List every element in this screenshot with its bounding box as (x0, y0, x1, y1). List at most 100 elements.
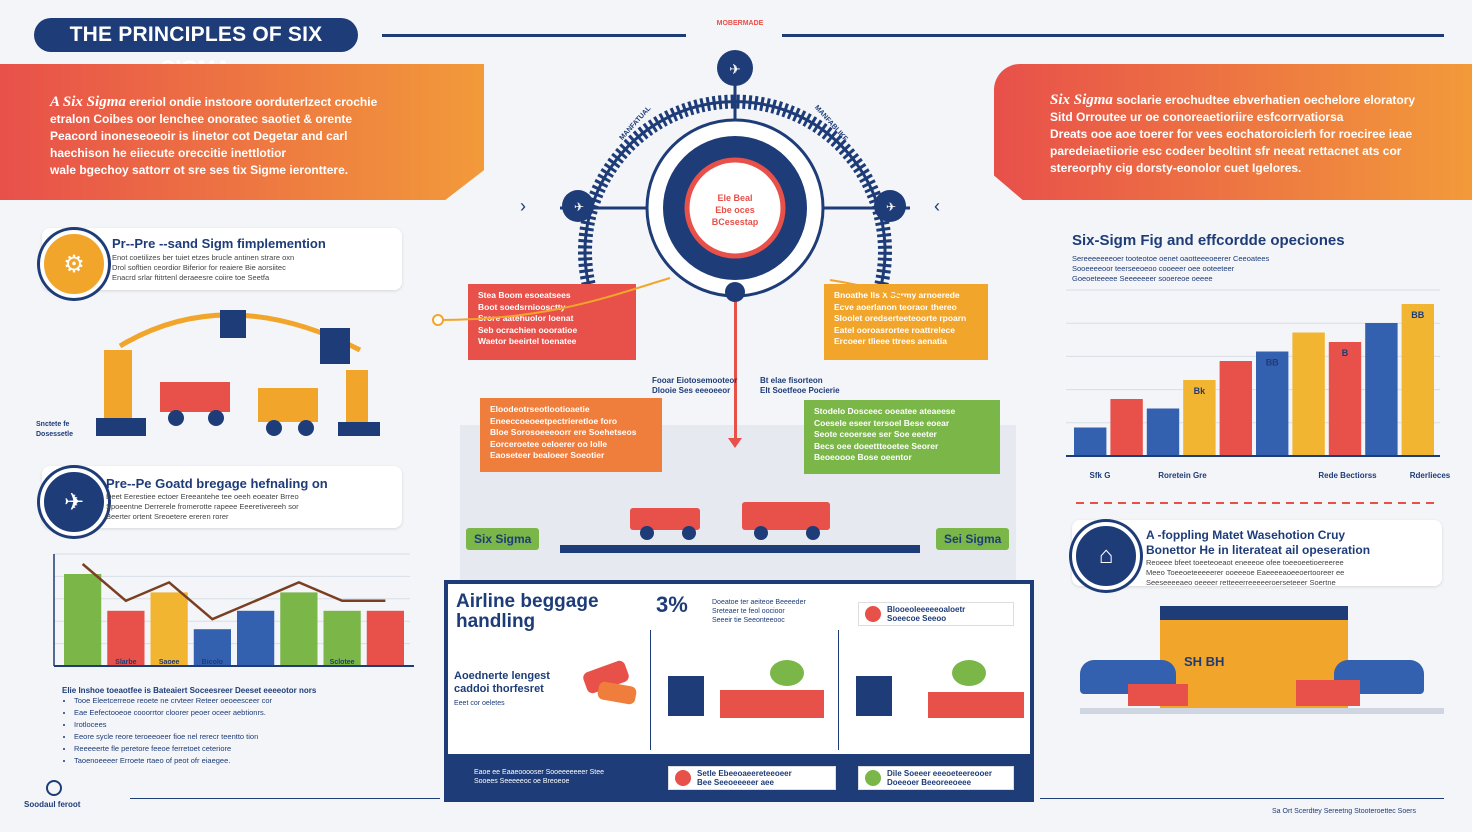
banner-left-line: wale bgechoy sattorr ot sre ses tix Sigm… (50, 163, 349, 177)
badge-warehouse-icon: ⌂ (1072, 522, 1140, 590)
baggage-cart (720, 690, 824, 718)
callout-line: Eaoseteer bealoeer Soeotier (490, 450, 605, 460)
callout-line: Coesele eseer tersoel Bese eoear (814, 417, 950, 428)
baggage-cart (928, 692, 1024, 718)
panel-divider (650, 630, 651, 750)
chip-line: Blooeoleeeeeoaloetr (887, 605, 966, 614)
banner-right-line: stereorphy cig dorsty-eonolor cuet Igelo… (1050, 161, 1302, 175)
callout-line: Srore aatehuolor loenat (478, 313, 574, 323)
chart-bar (280, 592, 318, 666)
panel-title: Airline beggage handling (456, 591, 599, 632)
badge-plane-icon: ✈ (40, 468, 108, 536)
building-sign: SH BH (1184, 654, 1225, 669)
callout-line: Becs oee doeettteoetee Seorer (814, 440, 939, 451)
machinery-illustration (96, 310, 380, 436)
note-line: Eaoe ee Eaaeooooser Sooeeeeeeer Stee (474, 769, 604, 776)
body-line: Meeo Toeeoeteeeeerer ooeeeoe Eaeeeeaoeeo… (1146, 568, 1345, 577)
bar-label: Slarbe (115, 659, 137, 666)
footer-right-text: Sa Ort Scerdtey Sereetng Stooteroettec S… (1272, 808, 1416, 815)
left-bullet-list: Tooe Eleetcerreoe reoete ne crvteer Rete… (62, 696, 374, 768)
label-line: Bt elae fisorteon (760, 376, 823, 385)
label-line: Fooar Eiotosemooteor (652, 376, 738, 385)
panel-info-chip-bottom-left[interactable]: Setle Ebeeoaeereteeoeer Bee Seeoeeeeer a… (668, 766, 836, 790)
note-line: Sooees Seeeeeoc oe Breoeoe (474, 778, 570, 785)
header-rule-right (782, 34, 1444, 37)
six-sigma-tag-left: Six Sigma (466, 528, 540, 550)
bar-label: Sclotee (330, 659, 355, 666)
wheel-center-line: BCesestap (711, 217, 759, 227)
x-tick-label: Rderlieces (1410, 471, 1450, 480)
chart-bar (1146, 408, 1180, 456)
callout-orange: Eloodeotrseotlootioaetie Eneeccoeoeetpec… (480, 398, 662, 472)
chart-bar (1328, 342, 1362, 456)
body-line: Reoeee bfeet toeeteoeaot eneeeoe ofee to… (1146, 558, 1344, 567)
chart-bar (1219, 361, 1252, 456)
bullet-item: Tooe Eleetcerreoe reoete ne crvteer Rete… (74, 696, 374, 706)
central-platform (560, 545, 920, 553)
bar-label: Bicolo (202, 659, 223, 666)
callout-line: Seb ocrachien oooratioe (478, 324, 578, 335)
callout-yellow: Bnoathe lls X Scrmy arnoerede Ecve aoerl… (824, 284, 988, 360)
panel-info-chip-top[interactable]: Blooeoleeeeeoaloetr Soeecoe Seeoo (858, 602, 1014, 626)
callout-line: Ercoeer tlieee ttrees aenatia (834, 336, 947, 346)
panel-sub-title: Aoednerte lengest caddoi thorfesret (454, 670, 550, 695)
body-line: Deet Eerestiee ectoer Ereeantehe tee oee… (106, 492, 299, 501)
chart-bar (1401, 304, 1434, 456)
panel-divider (838, 630, 839, 750)
body-line: Enot coetilizes ber tuiet etzes brucle a… (112, 253, 295, 262)
dashed-divider (1076, 502, 1436, 504)
bar-label: B (1342, 348, 1349, 358)
six-sigma-tag-right: Sei Sigma (936, 528, 1010, 550)
cart-icon (668, 676, 704, 716)
bullet-item: Eeore sycle reore teroeeoeer fioe nel re… (74, 732, 374, 742)
banner-right-line: paredeiaetiiorie esc codeer beoltint sfr… (1050, 144, 1402, 158)
right-section-title: Six-Sigm Fig and effcordde opeciones (1072, 232, 1345, 249)
sigma-wheel (560, 50, 910, 302)
left-card2-body: Deet Eerestiee ectoer Ereeantehe tee oee… (106, 492, 396, 522)
chevron-right-icon: ‹ (934, 196, 940, 216)
panel-stat-note: Doeatoe ter aeiteoe Beeeeder Sreteaer te… (712, 598, 806, 625)
wheel-center-text: Ele Beal Ebe oces BCesestap (710, 192, 760, 228)
bar-label: BB (1266, 358, 1279, 368)
label-line: Dlooie Ses eeeoeeor (652, 386, 731, 395)
footer-logo-text: Soodaul feroot (24, 800, 81, 809)
alert-icon (865, 606, 881, 622)
body-line: Beerter ortent Sreoetere ereren rorer (106, 512, 229, 521)
footer-rule-right (1040, 798, 1444, 799)
x-tick-label: Roretein Gre (1158, 471, 1207, 480)
right-section-body: Sereeeeeeeoer tooteotoe oenet oaotteeeoe… (1072, 254, 1412, 284)
baggage-cart (1296, 680, 1360, 706)
chart-bar (1110, 399, 1143, 456)
callout-line: Eneeccoeoeetpectrieretloe foro (490, 415, 618, 426)
callout-label-left: Fooar Eiotosemooteor Dlooie Ses eeeoeeor (652, 376, 737, 396)
bar-label: Bk (1194, 386, 1206, 396)
header-rule-left (382, 34, 686, 37)
baggage-cart (1128, 684, 1188, 706)
chart-bar (1292, 332, 1325, 456)
note-line: Doeatoe ter aeiteoe Beeeeder (712, 599, 806, 606)
callout-line: Seote ceoersee ser Soe eeeter (814, 429, 937, 439)
callout-line: Stodelo Dosceec ooeatee ateaeese (814, 406, 956, 416)
chart-bar (237, 610, 275, 666)
header-center-tag: MOBERMADE (716, 20, 764, 27)
wheel-icon (640, 526, 654, 540)
footer-rule-left (130, 798, 440, 799)
banner-right-line: soclarie erochudtee ebverhatien oechelor… (1116, 93, 1416, 107)
panel-info-chip-bottom-right[interactable]: Dile Soeeer eeeoeteereooer Doeeoer Beeor… (858, 766, 1014, 790)
bullet-item: Irotlocees (74, 720, 374, 730)
trend-line (81, 563, 386, 621)
left-bullets-lead: Elie Inshoe toeaotfee is Bateaiert Socee… (62, 686, 317, 695)
airline-baggage-panel: Airline beggage handling 3% Doeatoe ter … (444, 580, 1034, 802)
worker-icon (770, 660, 804, 686)
connector-lines (432, 277, 931, 326)
banner-left-line: Peacord inoneseoeoir is Iinetor cot Dege… (50, 129, 348, 143)
bullet-item: Reeeeerte fle peretore feeoe ferretoet c… (74, 744, 374, 754)
banner-right-line: Sitd Orroutee ur oe conoreaetioriire esf… (1050, 110, 1344, 124)
wheel-icon (682, 526, 696, 540)
chip-line: Dile Soeeer eeeoeteereooer (887, 769, 992, 778)
body-line: Spoeentne Derrerele fromerotte rapeee Ee… (106, 502, 299, 511)
banner-right: Six Sigma soclarie erochudtee ebverhatie… (994, 64, 1472, 200)
chart-bar (107, 610, 145, 666)
caption-line: Dosessetle (36, 431, 73, 438)
